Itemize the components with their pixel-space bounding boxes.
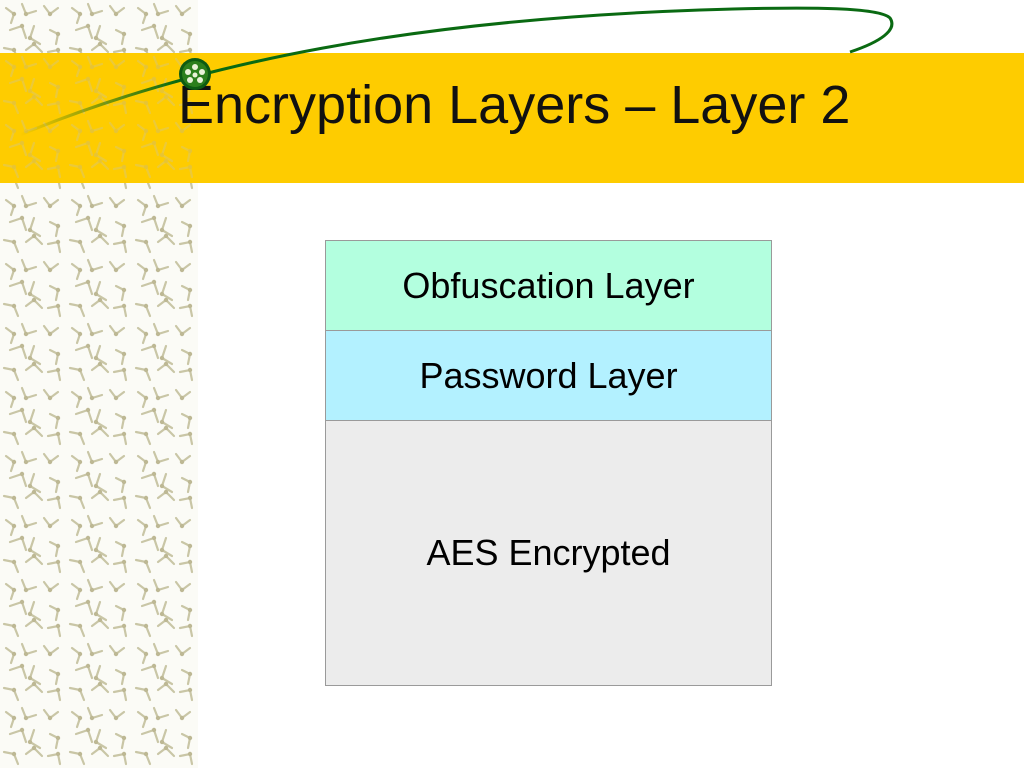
title-bar-pattern-icon bbox=[0, 53, 198, 183]
password-layer-box: Password Layer bbox=[325, 330, 772, 421]
green-orb-icon bbox=[179, 58, 211, 90]
aes-encrypted-box: AES Encrypted bbox=[325, 420, 772, 686]
obfuscation-layer-label: Obfuscation Layer bbox=[402, 264, 695, 306]
encryption-layer-stack: Obfuscation Layer Password Layer AES Enc… bbox=[325, 240, 772, 686]
obfuscation-layer-box: Obfuscation Layer bbox=[325, 240, 772, 331]
slide-title: Encryption Layers – Layer 2 bbox=[178, 75, 851, 135]
aes-encrypted-label: AES Encrypted bbox=[426, 532, 671, 573]
password-layer-label: Password Layer bbox=[419, 354, 678, 396]
